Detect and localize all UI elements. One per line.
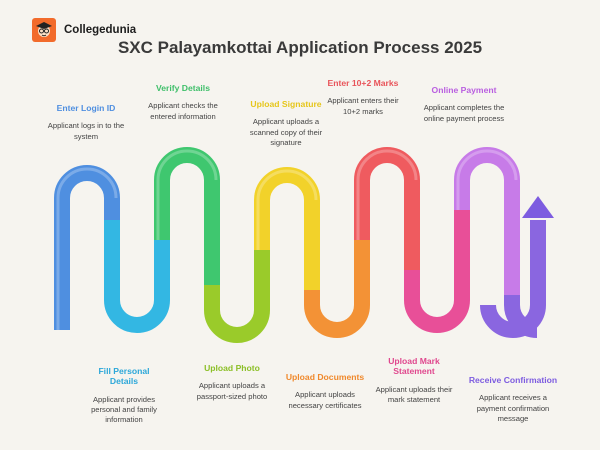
segment-7 bbox=[354, 147, 420, 270]
step-heading: Enter 10+2 Marks bbox=[327, 78, 399, 88]
step-heading: Upload Photo bbox=[204, 363, 260, 373]
brand-logo: Collegedunia bbox=[32, 18, 136, 42]
step-enter-login-id: Enter Login ID Applicant logs in to the … bbox=[38, 103, 134, 142]
step-description: Applicant completes the online payment p… bbox=[423, 103, 505, 123]
step-description: Applicant logs in to the system bbox=[47, 121, 125, 141]
segment-2 bbox=[104, 220, 170, 333]
step-heading: Upload Documents bbox=[285, 372, 365, 382]
arrow-up-icon bbox=[522, 196, 554, 218]
step-heading: Fill Personal Details bbox=[98, 366, 150, 387]
step-upload-documents: Upload Documents Applicant uploads neces… bbox=[285, 372, 365, 411]
segment-4 bbox=[204, 250, 270, 343]
graduate-icon bbox=[32, 18, 56, 42]
segment-8 bbox=[404, 210, 470, 333]
step-description: Applicant uploads a passport-sized photo bbox=[196, 381, 268, 401]
segment-10 bbox=[480, 220, 546, 338]
page-title: SXC Palayamkottai Application Process 20… bbox=[117, 38, 483, 57]
step-description: Applicant uploads necessary certificates bbox=[288, 390, 362, 410]
brand-name: Collegedunia bbox=[64, 24, 137, 36]
step-description: Applicant uploads a scanned copy of thei… bbox=[249, 117, 323, 147]
segment-9 bbox=[454, 147, 520, 295]
segment-5 bbox=[254, 167, 320, 290]
step-description: Applicant enters their 10+2 marks bbox=[327, 96, 399, 116]
step-description: Applicant receives a payment confirmatio… bbox=[476, 393, 550, 423]
step-enter-marks: Enter 10+2 Marks Applicant enters their … bbox=[323, 78, 403, 117]
step-receive-confirmation: Receive Confirmation Applicant receives … bbox=[468, 375, 558, 424]
segment-6 bbox=[304, 240, 370, 338]
segment-3 bbox=[154, 147, 220, 285]
step-description: Applicant checks the entered information bbox=[148, 101, 218, 121]
step-heading: Receive Confirmation bbox=[468, 375, 558, 385]
step-upload-photo: Upload Photo Applicant uploads a passpor… bbox=[184, 363, 280, 402]
step-heading: Upload Mark Statement bbox=[388, 356, 440, 377]
segment-1 bbox=[54, 165, 120, 330]
step-upload-signature: Upload Signature Applicant uploads a sca… bbox=[238, 99, 334, 148]
step-heading: Enter Login ID bbox=[56, 103, 116, 113]
step-verify-details: Verify Details Applicant checks the ente… bbox=[135, 83, 231, 122]
step-heading: Online Payment bbox=[431, 85, 497, 95]
step-heading: Verify Details bbox=[156, 83, 210, 93]
step-description: Applicant uploads their mark statement bbox=[375, 384, 453, 404]
step-fill-personal-details: Fill Personal Details Applicant provides… bbox=[84, 366, 164, 425]
step-online-payment: Online Payment Applicant completes the o… bbox=[416, 85, 512, 124]
step-upload-mark-statement: Upload Mark Statement Applicant uploads … bbox=[372, 356, 456, 405]
step-description: Applicant provides personal and family i… bbox=[91, 394, 157, 425]
step-heading: Upload Signature bbox=[250, 99, 322, 109]
